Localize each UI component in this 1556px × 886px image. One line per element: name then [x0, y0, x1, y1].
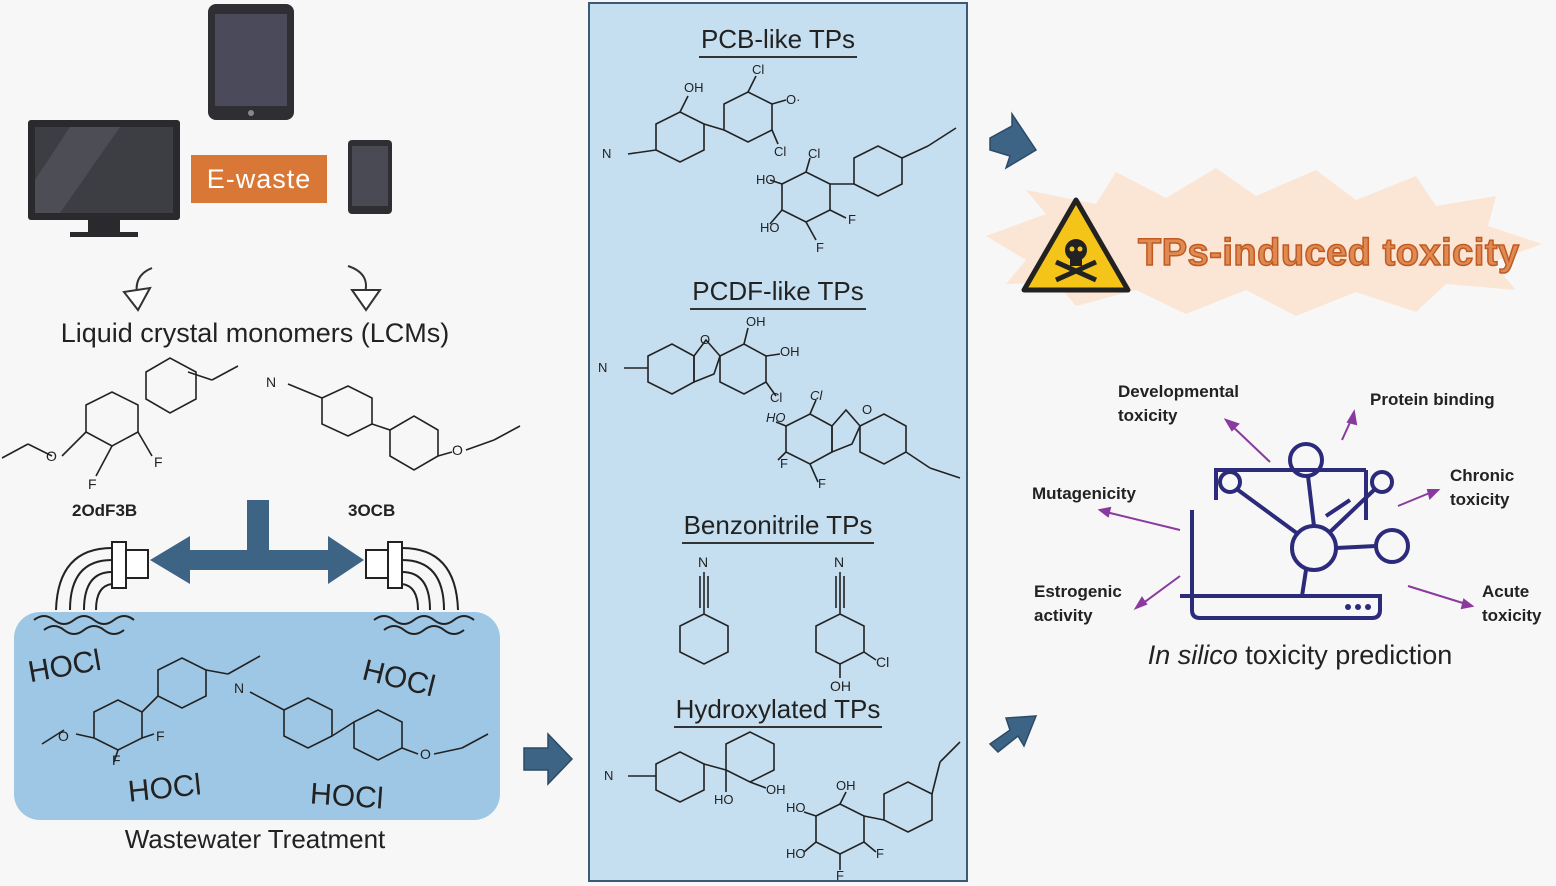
hocl-label: HOCl — [308, 777, 385, 816]
section-title-hydroxylated: Hydroxylated TPs — [590, 694, 966, 728]
structure-pcb-2 — [769, 127, 957, 241]
atom-label: HO — [786, 800, 806, 815]
atom-label: OH — [780, 344, 800, 359]
atom-label: HO — [760, 220, 780, 235]
atom-label: F — [836, 868, 844, 883]
atom-label: OH — [836, 778, 856, 793]
laptop-network-icon — [1180, 442, 1410, 620]
structure-benzonitrile-2 — [815, 572, 877, 678]
endpoint-protein-binding: Protein binding — [1370, 390, 1495, 409]
atom-label: HO — [756, 172, 776, 187]
atom-label: Cl — [752, 62, 765, 77]
atom-label: N — [602, 146, 612, 161]
atom-label: O· — [786, 92, 801, 107]
atom-label: OH — [746, 314, 766, 329]
endpoint-mutagenicity: Mutagenicity — [1032, 484, 1136, 503]
atom-label: O — [46, 448, 57, 464]
lcm-label-3ocb: 3OCB — [348, 501, 396, 520]
split-arrow-icon — [150, 500, 364, 584]
atom-label: O — [58, 728, 69, 744]
structure-pcdf-1 — [624, 327, 781, 397]
water-structure-3ocb — [249, 691, 489, 761]
atom-label: F — [818, 476, 826, 491]
atom-label: O — [452, 442, 463, 458]
atom-label: HO — [714, 792, 734, 807]
structure-pcdf-2 — [775, 399, 961, 483]
wastewater-label: Wastewater Treatment — [124, 824, 386, 854]
structure-2odf3b — [1, 357, 239, 477]
water-structure-2odf3b — [41, 655, 261, 763]
block-arrow-icon — [523, 732, 574, 786]
structure-benzonitrile-1 — [679, 572, 729, 665]
structure-3ocb — [287, 383, 521, 471]
atom-label: HO — [766, 410, 786, 425]
section-title-pcb: PCB-like TPs — [590, 24, 966, 58]
tp-structures — [624, 75, 961, 870]
wave-icon — [33, 615, 475, 635]
block-arrow-icon — [989, 111, 1038, 170]
atom-label: N — [598, 360, 608, 375]
section-title-benzonitrile: Benzonitrile TPs — [590, 510, 966, 544]
atom-label: Cl — [808, 146, 821, 161]
atom-label: N — [834, 554, 845, 570]
atom-label: F — [780, 456, 788, 471]
atom-label: F — [848, 212, 856, 227]
insilico-label: In silico toxicity prediction — [1147, 640, 1453, 670]
atom-label: N — [604, 768, 614, 783]
atom-label: F — [154, 454, 163, 470]
structure-hydroxylated-2 — [803, 741, 961, 870]
atom-label: Cl — [810, 388, 823, 403]
atom-label: OH — [684, 80, 704, 95]
monitor-icon — [28, 120, 180, 237]
tablet-icon — [208, 4, 294, 120]
right-graphics — [986, 111, 1542, 754]
atom-label: F — [88, 476, 97, 492]
block-arrow-icon — [988, 715, 1038, 754]
structure-hydroxylated-1 — [628, 731, 775, 803]
atom-label: N — [266, 374, 277, 390]
endpoint-arrows — [1097, 409, 1475, 611]
tp-panel: PCB-like TPs PCDF-like TPs Benzonitrile … — [588, 2, 968, 883]
wastewater-tank — [14, 612, 500, 820]
atom-label: Cl — [770, 390, 783, 405]
atom-label: O — [700, 332, 711, 347]
atom-label: O — [420, 746, 431, 762]
toxicity-title: TPs-induced toxicity — [1137, 231, 1520, 275]
atom-label: F — [156, 728, 165, 744]
atom-label: HO — [786, 846, 806, 861]
section-title-pcdf: PCDF-like TPs — [590, 276, 966, 310]
starburst-shape — [986, 168, 1542, 316]
curved-arrow-right-icon — [347, 265, 382, 312]
water-contents — [33, 615, 489, 763]
skull-warning-icon — [1021, 197, 1131, 293]
left-pipe-icon — [55, 541, 149, 611]
atom-label: N — [234, 680, 245, 696]
atom-label: Cl — [876, 654, 890, 670]
lcm-label-2odf3b: 2OdF3B — [72, 501, 138, 520]
structure-pcb-1 — [627, 75, 787, 163]
atom-label: F — [876, 846, 884, 861]
atom-label: O — [862, 402, 873, 417]
atom-label: F — [816, 240, 824, 255]
atom-label: N — [698, 554, 709, 570]
atom-label: OH — [830, 678, 851, 694]
left-graphics — [1, 4, 521, 611]
atom-label: F — [112, 752, 121, 768]
atom-label: OH — [766, 782, 786, 797]
curved-arrow-left-icon — [122, 267, 153, 312]
ewaste-badge: E-waste — [191, 155, 327, 203]
phone-icon — [348, 140, 392, 214]
laptop-dots-icon — [1345, 604, 1371, 610]
atom-label: Cl — [774, 144, 787, 159]
lcm-title: Liquid crystal monomers (LCMs) — [60, 318, 450, 348]
right-pipe-icon — [365, 541, 459, 611]
